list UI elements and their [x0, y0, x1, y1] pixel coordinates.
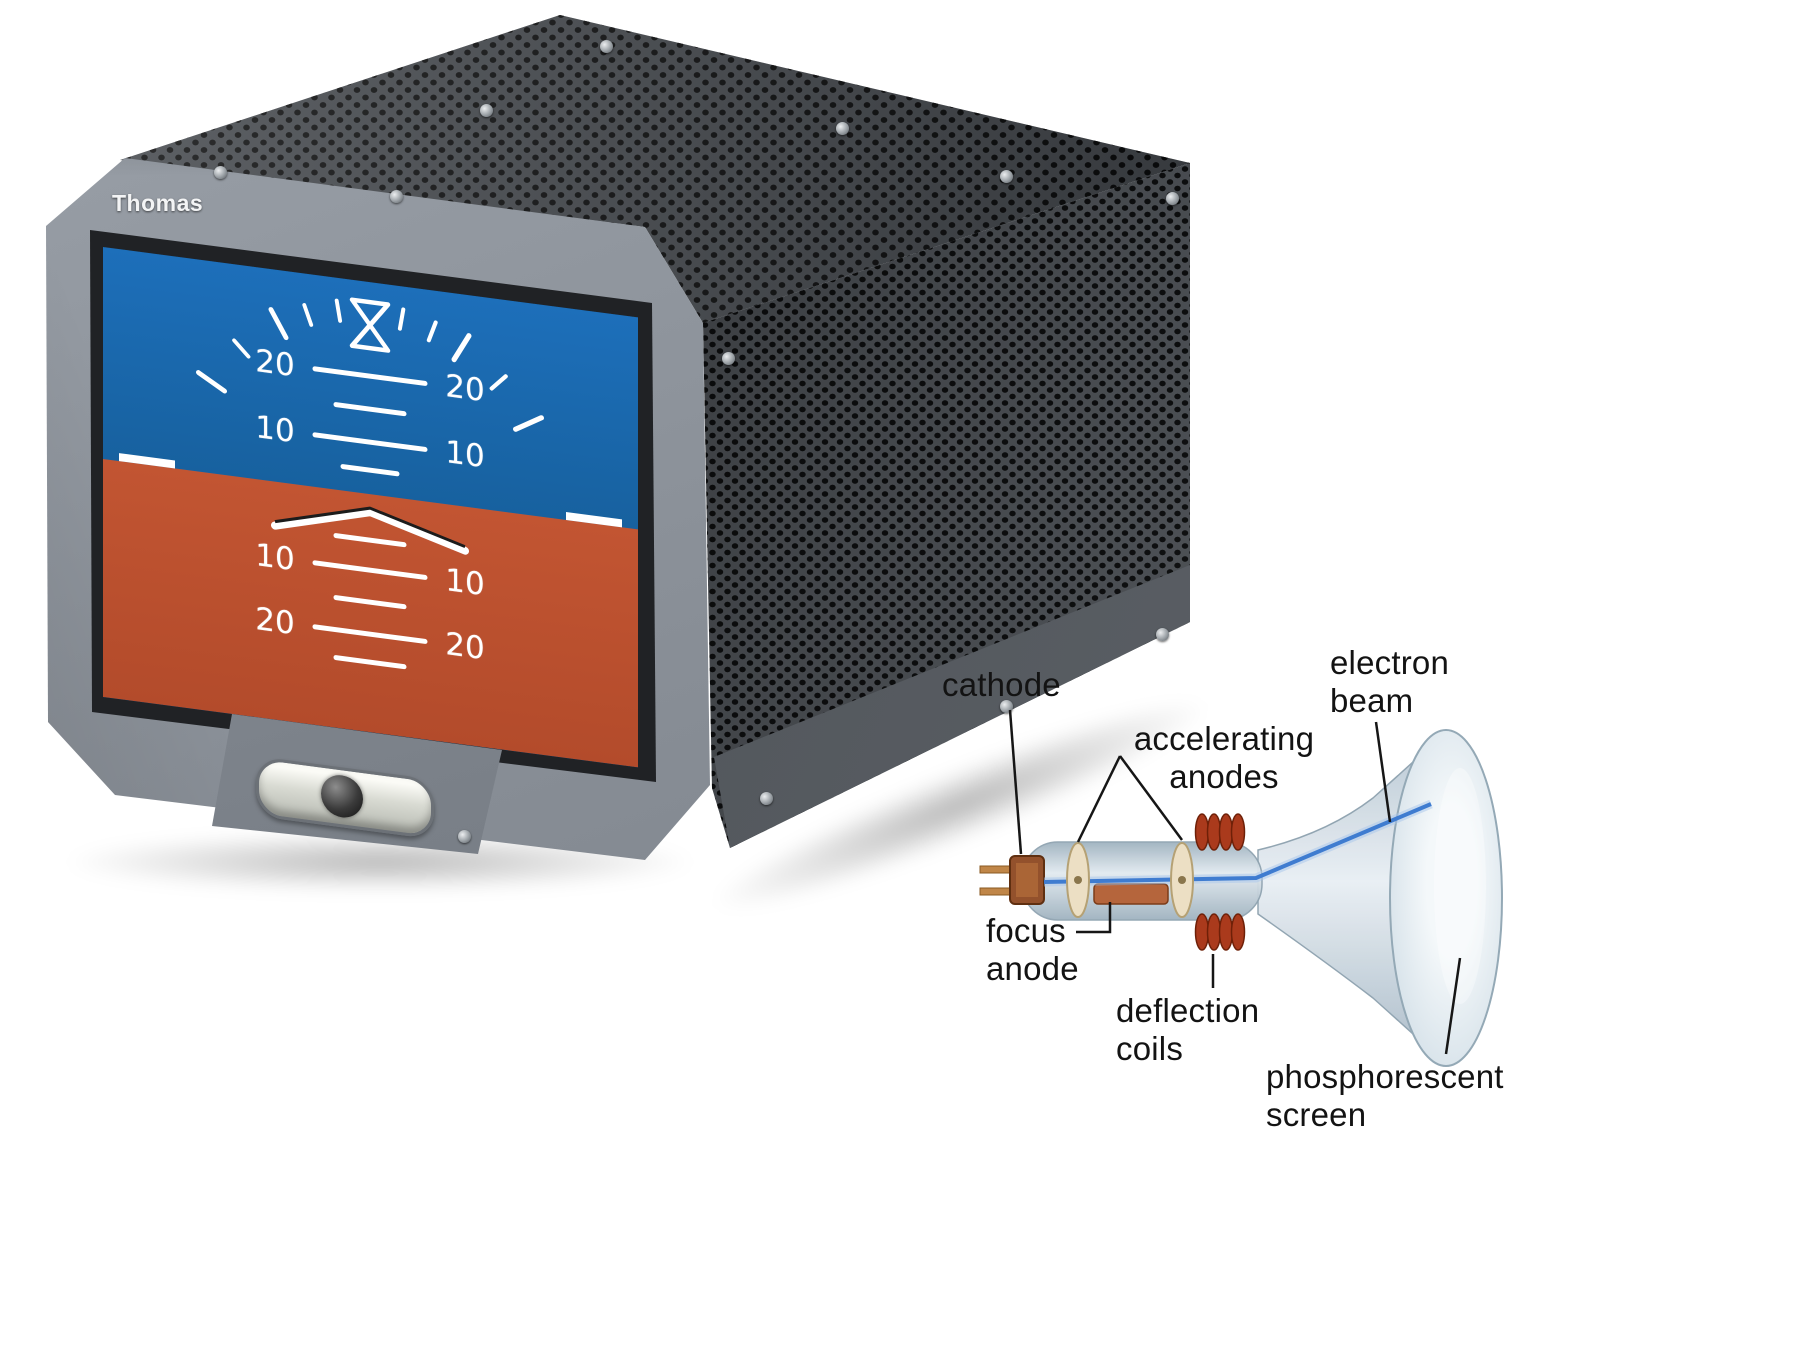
label-accelerating-anodes: accelerating anodes: [1133, 720, 1315, 795]
label-deflection-coils: deflection coils: [1116, 992, 1260, 1067]
screw: [214, 166, 227, 179]
label-focus-anode: focus anode: [986, 912, 1079, 987]
screw: [1156, 628, 1169, 641]
bank-pointer-icon: [349, 297, 391, 353]
bank-tick-arc: [196, 298, 544, 432]
pitch-number-lower-20-left: 20: [255, 601, 295, 643]
pitch-ladder-upper: [312, 366, 428, 477]
crt-accelerating-anodes: [1066, 842, 1194, 918]
screw: [722, 352, 735, 365]
crt-electron-beam: [1043, 799, 1433, 887]
crt-diagram: cathode accelerating anodes electron bea…: [926, 636, 1806, 1156]
aircraft-symbol-icon: [271, 506, 469, 555]
screw: [836, 122, 849, 135]
crt-artwork: [979, 709, 1503, 1067]
screw: [390, 190, 403, 203]
pitch-number-upper-10-right: 10: [445, 434, 485, 476]
crt-deflection-coils: [1194, 813, 1246, 951]
screw: [1000, 170, 1013, 183]
pitch-ladder-lower: [312, 533, 428, 670]
gauge-markings: [119, 297, 622, 670]
label-electron-beam: electron beam: [1330, 644, 1450, 719]
label-phosphorescent-screen: phosphorescent screen: [1266, 1058, 1504, 1133]
label-pointer-lines: [1008, 709, 1462, 1055]
screw: [600, 40, 613, 53]
pitch-number-upper-20-left: 20: [255, 343, 295, 385]
crt-focus-anode: [1093, 883, 1169, 905]
screw: [1000, 700, 1013, 713]
pitch-number-upper-20-right: 20: [445, 368, 485, 410]
screw: [1166, 192, 1179, 205]
pitch-number-lower-10-left: 10: [255, 537, 295, 579]
screw: [760, 792, 773, 805]
cage-knob[interactable]: [321, 772, 363, 821]
label-cathode: cathode: [942, 666, 1061, 703]
screw: [458, 830, 471, 843]
horizon-dashes: [119, 453, 622, 528]
pitch-number-lower-10-right: 10: [445, 562, 485, 604]
pitch-number-upper-10-left: 10: [255, 409, 295, 451]
screw: [480, 104, 493, 117]
pitch-number-lower-20-right: 20: [445, 626, 485, 668]
brand-label: Thomas: [112, 190, 204, 216]
crt-screen-highlight: [1434, 768, 1486, 1004]
crt-cathode: [979, 855, 1045, 905]
attitude-indicator-screen: 20 20 10 10 10 10 20 20: [103, 247, 638, 768]
